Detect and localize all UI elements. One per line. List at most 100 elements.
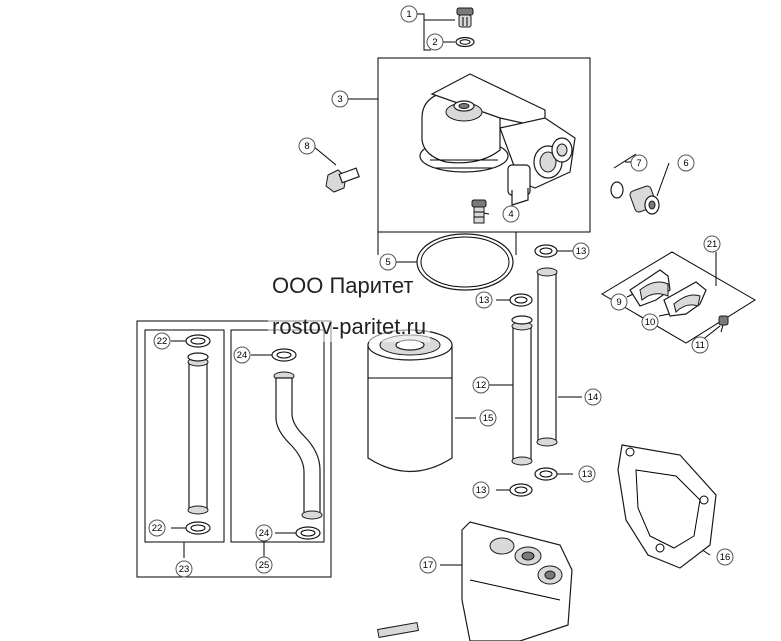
callout-number: 25 xyxy=(259,560,270,571)
callout-c2: 2 xyxy=(426,33,444,51)
callout-circle xyxy=(419,556,437,574)
callout-circle xyxy=(610,293,628,311)
callout-circle xyxy=(479,409,497,427)
filter-head-part xyxy=(419,73,576,206)
callout-number: 5 xyxy=(385,257,390,268)
callout-circle xyxy=(703,235,721,253)
callout-c12: 12 xyxy=(472,376,490,394)
callout-c1: 1 xyxy=(400,5,418,23)
callout-c11: 11 xyxy=(691,336,709,354)
callout-circle xyxy=(298,137,316,155)
callout-number: 22 xyxy=(152,523,163,534)
callout-circle xyxy=(502,205,520,223)
callout-c24a: 24 xyxy=(233,346,251,364)
kit-23-tube-part xyxy=(185,334,211,535)
watermark-company: ООО Паритет xyxy=(268,272,418,301)
callout-c6: 6 xyxy=(677,154,695,172)
frame-kits xyxy=(136,320,332,578)
callout-number: 24 xyxy=(259,528,270,539)
callout-c21: 21 xyxy=(703,235,721,253)
callout-c3: 3 xyxy=(331,90,349,108)
filter-cartridge-part xyxy=(367,329,453,473)
callout-c7: 7 xyxy=(630,154,648,172)
callout-number: 13 xyxy=(576,246,587,257)
callout-c13d: 13 xyxy=(472,481,490,499)
callout-number: 21 xyxy=(707,239,718,250)
callout-circle xyxy=(331,90,349,108)
callout-number: 22 xyxy=(157,336,168,347)
callout-circle xyxy=(426,33,444,51)
clip-kit-part xyxy=(629,269,729,333)
adapter-fitting-part xyxy=(610,181,660,215)
callout-circle xyxy=(255,524,273,542)
callout-c24b: 24 xyxy=(255,524,273,542)
callout-number: 9 xyxy=(616,297,621,308)
callout-number: 13 xyxy=(479,295,490,306)
callout-number: 10 xyxy=(645,317,656,328)
callout-number: 3 xyxy=(337,94,342,105)
callout-c25: 25 xyxy=(255,556,273,574)
callout-circle xyxy=(641,313,659,331)
callout-circle xyxy=(572,242,590,260)
drain-screw-part xyxy=(471,199,487,224)
callout-c4: 4 xyxy=(502,205,520,223)
large-seal-ring-part xyxy=(416,233,514,291)
callout-circle xyxy=(472,481,490,499)
pipe-14-part xyxy=(536,267,558,447)
callout-number: 7 xyxy=(636,158,641,169)
bolt-part xyxy=(325,167,360,193)
callout-circle xyxy=(175,560,193,578)
callout-c22b: 22 xyxy=(148,519,166,537)
callout-number: 13 xyxy=(476,485,487,496)
callout-number: 17 xyxy=(423,560,434,571)
callout-circle xyxy=(691,336,709,354)
frame-clip-kit xyxy=(601,251,756,344)
callout-circle xyxy=(475,291,493,309)
callout-circle xyxy=(578,465,596,483)
callout-c10: 10 xyxy=(641,313,659,331)
manifold-block-part xyxy=(377,521,573,641)
vent-plug-part xyxy=(456,7,474,28)
watermark-site: rostov-paritet.ru xyxy=(268,313,431,342)
callout-number: 8 xyxy=(304,141,309,152)
callout-c13a: 13 xyxy=(572,242,590,260)
o-rings-13-part xyxy=(509,244,558,497)
callout-c14: 14 xyxy=(584,388,602,406)
callout-c13c: 13 xyxy=(578,465,596,483)
callout-c8: 8 xyxy=(298,137,316,155)
callout-circle xyxy=(716,548,734,566)
callout-c5: 5 xyxy=(379,253,397,271)
callout-c13b: 13 xyxy=(475,291,493,309)
callout-number: 6 xyxy=(683,158,688,169)
group-frames xyxy=(136,57,756,578)
callout-circle xyxy=(584,388,602,406)
callout-c23: 23 xyxy=(175,560,193,578)
callout-number: 11 xyxy=(695,340,705,351)
callout-number: 16 xyxy=(720,552,731,563)
callout-circle xyxy=(400,5,418,23)
callout-circle xyxy=(379,253,397,271)
gasket-plate-part xyxy=(617,444,717,569)
callout-circle xyxy=(630,154,648,172)
callout-c16: 16 xyxy=(716,548,734,566)
callout-number: 2 xyxy=(432,37,437,48)
callout-number: 23 xyxy=(179,564,190,575)
callout-number: 4 xyxy=(508,209,513,220)
callout-circle xyxy=(255,556,273,574)
callout-circle xyxy=(153,332,171,350)
callout-circle xyxy=(148,519,166,537)
callout-c17: 17 xyxy=(419,556,437,574)
callout-circle xyxy=(677,154,695,172)
callout-c9: 9 xyxy=(610,293,628,311)
pipe-12-part xyxy=(511,315,533,466)
frame-kit-23 xyxy=(144,329,225,543)
callout-number: 15 xyxy=(483,413,494,424)
callout-number: 14 xyxy=(588,392,599,403)
callout-c22a: 22 xyxy=(153,332,171,350)
callout-labels: 1234567891011121313131314151617212222232… xyxy=(148,5,734,578)
frame-filter-head xyxy=(377,57,591,233)
callout-c15: 15 xyxy=(479,409,497,427)
callout-number: 12 xyxy=(476,380,487,391)
seal-ring-2-part xyxy=(455,36,475,48)
